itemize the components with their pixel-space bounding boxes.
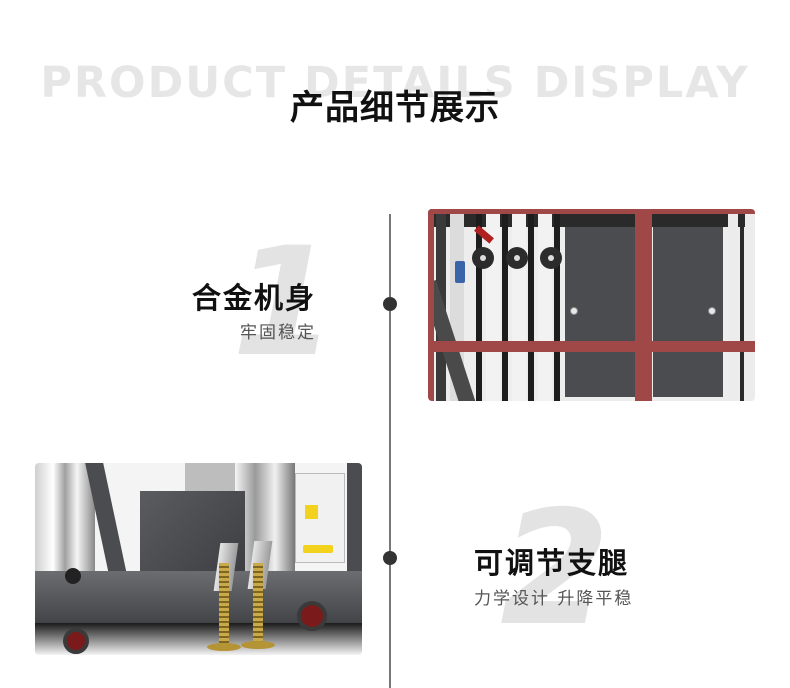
outrigger-screw — [253, 563, 263, 645]
feature-title-2: 可调节支腿 — [474, 546, 630, 580]
outrigger-foot — [207, 643, 241, 651]
feature-number-2: 2 — [500, 477, 610, 661]
header-watermark-text: PRODUCT DETAILS DISPLAY — [40, 58, 750, 108]
image-shape — [35, 463, 95, 583]
bolt-icon — [708, 307, 716, 315]
sensor-shape — [455, 261, 465, 283]
wheel-icon — [297, 601, 327, 631]
wheel-icon — [63, 628, 89, 654]
image-shape — [728, 209, 738, 401]
image-shape — [512, 209, 526, 401]
warning-label-icon — [305, 505, 318, 519]
frame-bar — [428, 341, 755, 352]
image-shape — [476, 209, 482, 401]
image-shape — [347, 463, 362, 583]
feature-image-1 — [428, 209, 755, 401]
outrigger-foot — [241, 641, 275, 649]
feature-subtitle-1: 牢固稳定 — [240, 323, 316, 343]
feature-title-1: 合金机身 — [191, 281, 316, 315]
pulley-icon — [65, 568, 81, 584]
image-shape — [554, 209, 560, 401]
bolt-icon — [570, 307, 578, 315]
timeline-line — [389, 214, 391, 688]
image-shape — [538, 209, 552, 401]
timeline-dot-2 — [383, 551, 397, 565]
warning-sticker — [303, 545, 333, 553]
image-shape — [528, 209, 534, 401]
image-shape — [502, 209, 508, 401]
frame-bar — [635, 209, 652, 401]
pulley-icon — [540, 247, 562, 269]
page-title: 产品细节展示 — [290, 88, 500, 128]
feature-subtitle-2: 力学设计 升降平稳 — [474, 589, 634, 609]
pulley-icon — [472, 247, 494, 269]
pulley-icon — [506, 247, 528, 269]
image-shape — [740, 209, 744, 401]
frame-bar — [428, 209, 434, 401]
feature-image-2 — [35, 463, 362, 655]
outrigger-screw — [219, 563, 229, 645]
timeline-dot-1 — [383, 297, 397, 311]
image-shape — [745, 209, 755, 401]
feature-number-1: 1 — [232, 216, 337, 390]
frame-bar — [428, 209, 755, 214]
